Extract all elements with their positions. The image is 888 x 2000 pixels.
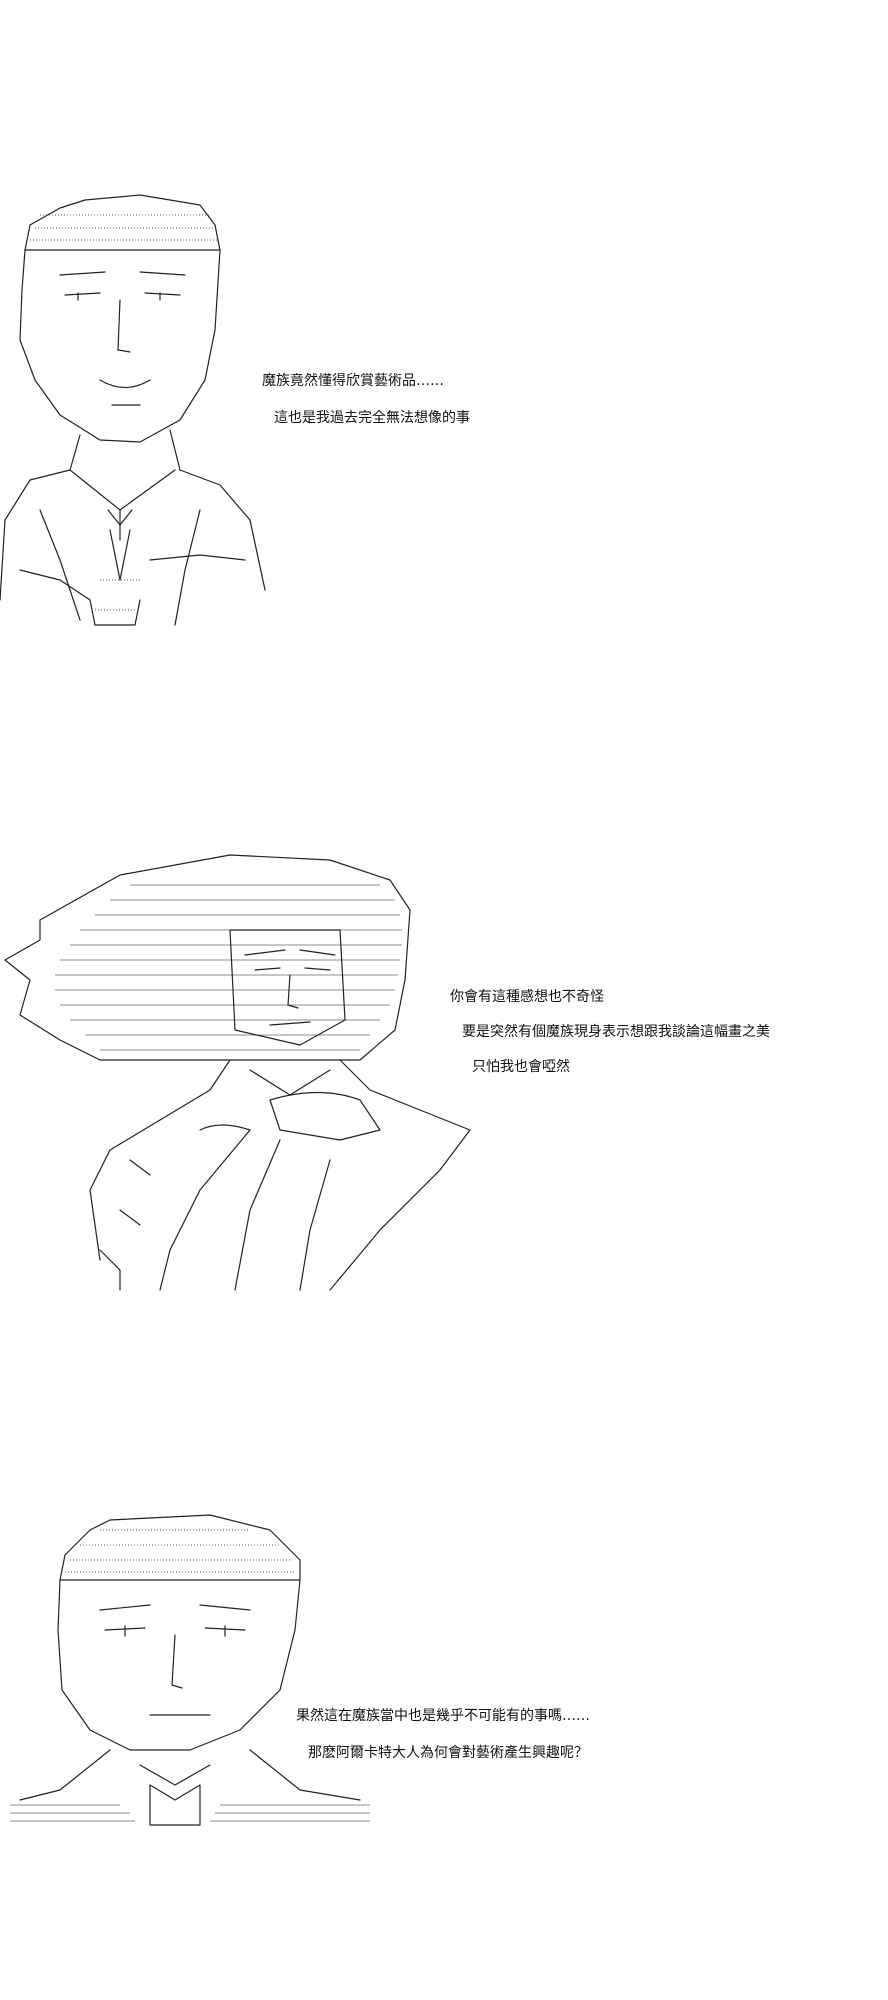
dialogue-line: 那麽阿爾卡特大人為何會對藝術產生興趣呢？: [308, 1745, 588, 1761]
dialogue-line: 你會有這種感想也不奇怪: [450, 989, 604, 1005]
panel-3-character-art: [0, 1500, 380, 1830]
dialogue-line: 要是突然有個魔族現身表示想跟我談論這幅畫之美: [462, 1024, 770, 1040]
panel-2-character-art: [0, 830, 490, 1300]
dialogue-line: 魔族竟然懂得欣賞藝術品……: [262, 373, 444, 389]
dialogue-line: 這也是我過去完全無法想像的事: [274, 410, 470, 426]
dialogue-line: 只怕我也會啞然: [472, 1059, 570, 1075]
panel-1-character-art: [0, 180, 270, 630]
dialogue-line: 果然這在魔族當中也是幾乎不可能有的事嗎……: [296, 1708, 590, 1724]
